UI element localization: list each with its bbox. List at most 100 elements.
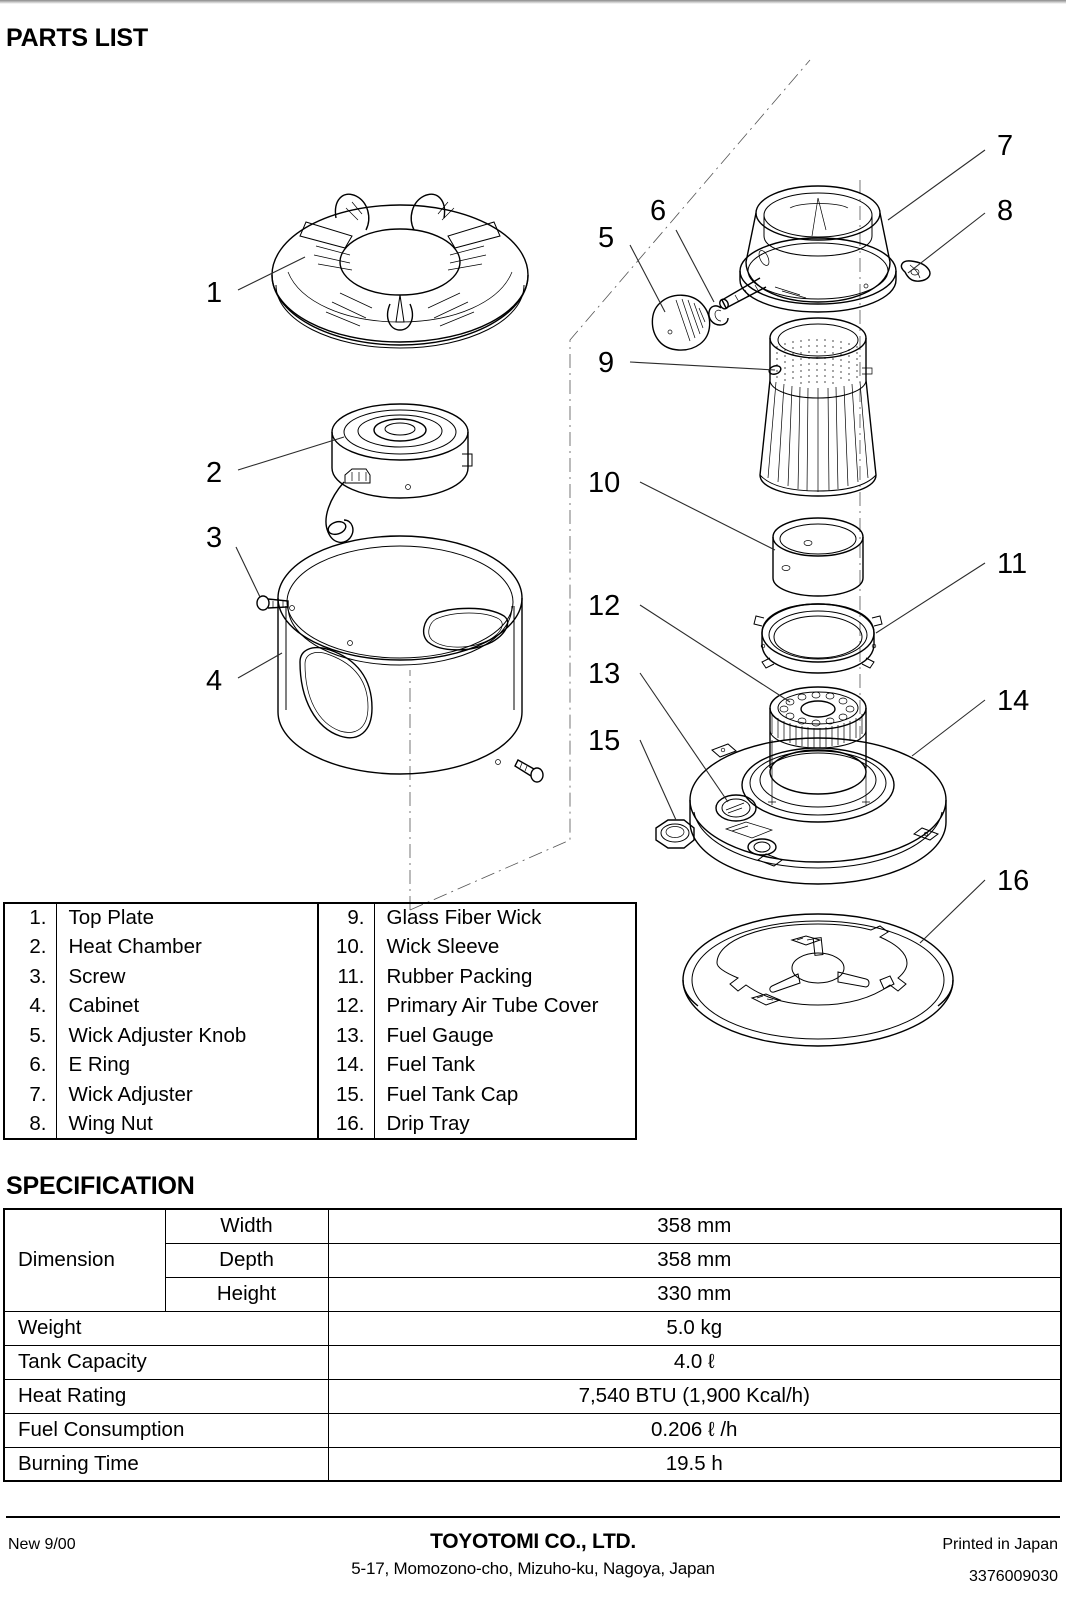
section-title-specification: SPECIFICATION xyxy=(6,1172,195,1200)
table-row: 7. Wick Adjuster 15. Fuel Tank Cap xyxy=(4,1080,636,1110)
part-name: Glass Fiber Wick xyxy=(386,906,542,930)
part-name: Heat Chamber xyxy=(56,932,319,962)
part-number: 14. xyxy=(318,1050,375,1080)
part-4-cabinet xyxy=(277,535,523,775)
table-row: Dimension Width 358 mm xyxy=(3,1208,1062,1312)
table-row: 1. Top Plate 9. Glass Fiber Wick xyxy=(4,903,636,933)
part-number: 6. xyxy=(4,1050,57,1080)
spec-label: Burning Time xyxy=(3,1446,329,1482)
table-row: Heat Rating 7,540 BTU (1,900 Kcal/h) xyxy=(3,1378,1062,1414)
part-3-screw xyxy=(256,595,544,783)
part-1-top-plate xyxy=(271,193,529,349)
table-row: Burning Time 19.5 h xyxy=(3,1446,1062,1482)
spec-sublabel: Depth xyxy=(164,1242,329,1278)
part-number: 1. xyxy=(4,903,57,933)
part-name: E Ring xyxy=(56,1050,319,1080)
part-number: 8. xyxy=(4,1109,57,1139)
table-row: Tank Capacity 4.0 ℓ xyxy=(3,1344,1062,1380)
spec-value: 4.0 ℓ xyxy=(327,1344,1062,1380)
callout-number-12: 12 xyxy=(588,590,620,622)
part-name: Wick Adjuster xyxy=(56,1080,319,1110)
part-name: Top Plate xyxy=(56,903,319,933)
spec-label: Fuel Consumption xyxy=(3,1412,329,1448)
part-9-glass-fiber-wick xyxy=(759,317,877,497)
callout-number-10: 10 xyxy=(588,467,620,499)
spec-label: Weight xyxy=(3,1310,329,1346)
table-row: Weight 5.0 kg xyxy=(3,1310,1062,1346)
table-row: Height 330 mm xyxy=(4,1276,1062,1312)
callout-number-1: 1 xyxy=(206,277,222,309)
part-name: Screw xyxy=(56,962,319,992)
part-number: 10. xyxy=(318,932,375,962)
footer-document-code: 3376009030 xyxy=(969,1568,1058,1585)
spec-sublabel: Width xyxy=(164,1208,329,1244)
part-number: 13. xyxy=(318,1021,375,1051)
part-number: 7. xyxy=(4,1080,57,1110)
spec-value: 330 mm xyxy=(327,1276,1062,1312)
part-number: 4. xyxy=(4,991,57,1021)
page-footer: New 9/00 TOYOTOMI CO., LTD. 5-17, Momozo… xyxy=(0,1528,1066,1598)
footer-printed-in: Printed in Japan xyxy=(942,1536,1058,1553)
spec-value: 0.206 ℓ /h xyxy=(327,1412,1062,1448)
part-number: 9. xyxy=(318,903,375,933)
callout-leader-lines xyxy=(235,149,986,944)
callout-number-13: 13 xyxy=(588,658,620,690)
scan-edge-artifact xyxy=(0,0,1066,4)
callout-number-4: 4 xyxy=(206,665,222,697)
table-row: 2. Heat Chamber 10. Wick Sleeve xyxy=(4,932,636,962)
table-row: 6. E Ring 14. Fuel Tank xyxy=(4,1050,636,1080)
callout-number-14: 14 xyxy=(997,685,1029,717)
callout-number-8: 8 xyxy=(997,195,1013,227)
part-number: 5. xyxy=(4,1021,57,1051)
table-row: Fuel Consumption 0.206 ℓ /h xyxy=(3,1412,1062,1448)
part-11-rubber-packing xyxy=(753,603,883,674)
part-number: 2. xyxy=(4,932,57,962)
part-2-heat-chamber xyxy=(325,403,473,544)
footer-revision: New 9/00 xyxy=(8,1536,76,1553)
part-15-fuel-tank-cap xyxy=(655,819,695,849)
spec-label: Heat Rating xyxy=(3,1378,329,1414)
specification-table: Dimension Width 358 mm Depth 358 mm Heig… xyxy=(3,1208,1062,1482)
spec-label: Tank Capacity xyxy=(3,1344,329,1380)
callout-number-2: 2 xyxy=(206,457,222,489)
part-number: 15. xyxy=(318,1080,375,1110)
part-name: Fuel Gauge xyxy=(386,1023,494,1047)
spec-value: 7,540 BTU (1,900 Kcal/h) xyxy=(327,1378,1062,1414)
part-name: Cabinet xyxy=(56,991,319,1021)
part-name: Rubber Packing xyxy=(386,964,533,988)
table-row: 8. Wing Nut 16. Drip Tray xyxy=(4,1109,636,1139)
part-5-wick-adjuster-knob xyxy=(651,294,711,351)
part-number: 3. xyxy=(4,962,57,992)
part-name: Fuel Tank Cap xyxy=(386,1082,519,1106)
table-row: 4. Cabinet 12. Primary Air Tube Cover xyxy=(4,991,636,1021)
callout-number-6: 6 xyxy=(650,195,666,227)
footer-divider xyxy=(6,1516,1060,1518)
callout-number-11: 11 xyxy=(997,548,1027,580)
callout-number-3: 3 xyxy=(206,522,222,554)
spec-sublabel: Height xyxy=(164,1276,329,1312)
footer-company-address: 5-17, Momozono-cho, Mizuho-ku, Nagoya, J… xyxy=(351,1559,715,1578)
exploded-parts-diagram: 1 2 3 4 5 6 7 8 9 10 11 12 13 14 15 16 xyxy=(0,50,1066,1090)
table-row: 3. Screw 11. Rubber Packing xyxy=(4,962,636,992)
parts-list-table: 1. Top Plate 9. Glass Fiber Wick 2. Heat… xyxy=(3,902,637,1140)
part-14-fuel-tank xyxy=(689,737,947,885)
callout-number-9: 9 xyxy=(598,347,614,379)
part-number: 11. xyxy=(318,962,375,992)
spec-value: 5.0 kg xyxy=(327,1310,1062,1346)
part-name: Wick Sleeve xyxy=(386,935,500,959)
footer-company-name: TOYOTOMI CO., LTD. xyxy=(430,1530,636,1553)
callout-number-15: 15 xyxy=(588,725,620,757)
part-name: Drip Tray xyxy=(386,1111,470,1135)
table-row: 5. Wick Adjuster Knob 13. Fuel Gauge xyxy=(4,1021,636,1051)
assembly-guide-line xyxy=(569,59,811,550)
part-13-fuel-gauge xyxy=(715,794,757,822)
part-16-drip-tray xyxy=(682,913,954,1047)
part-number: 12. xyxy=(318,991,375,1021)
spec-label-dimension: Dimension xyxy=(3,1208,166,1312)
part-name: Fuel Tank xyxy=(386,1053,476,1077)
spec-value: 358 mm xyxy=(327,1242,1062,1278)
part-name: Wick Adjuster Knob xyxy=(56,1021,319,1051)
part-number: 16. xyxy=(318,1109,375,1139)
spec-value: 19.5 h xyxy=(327,1446,1062,1482)
part-7-wick-adjuster xyxy=(719,185,897,313)
